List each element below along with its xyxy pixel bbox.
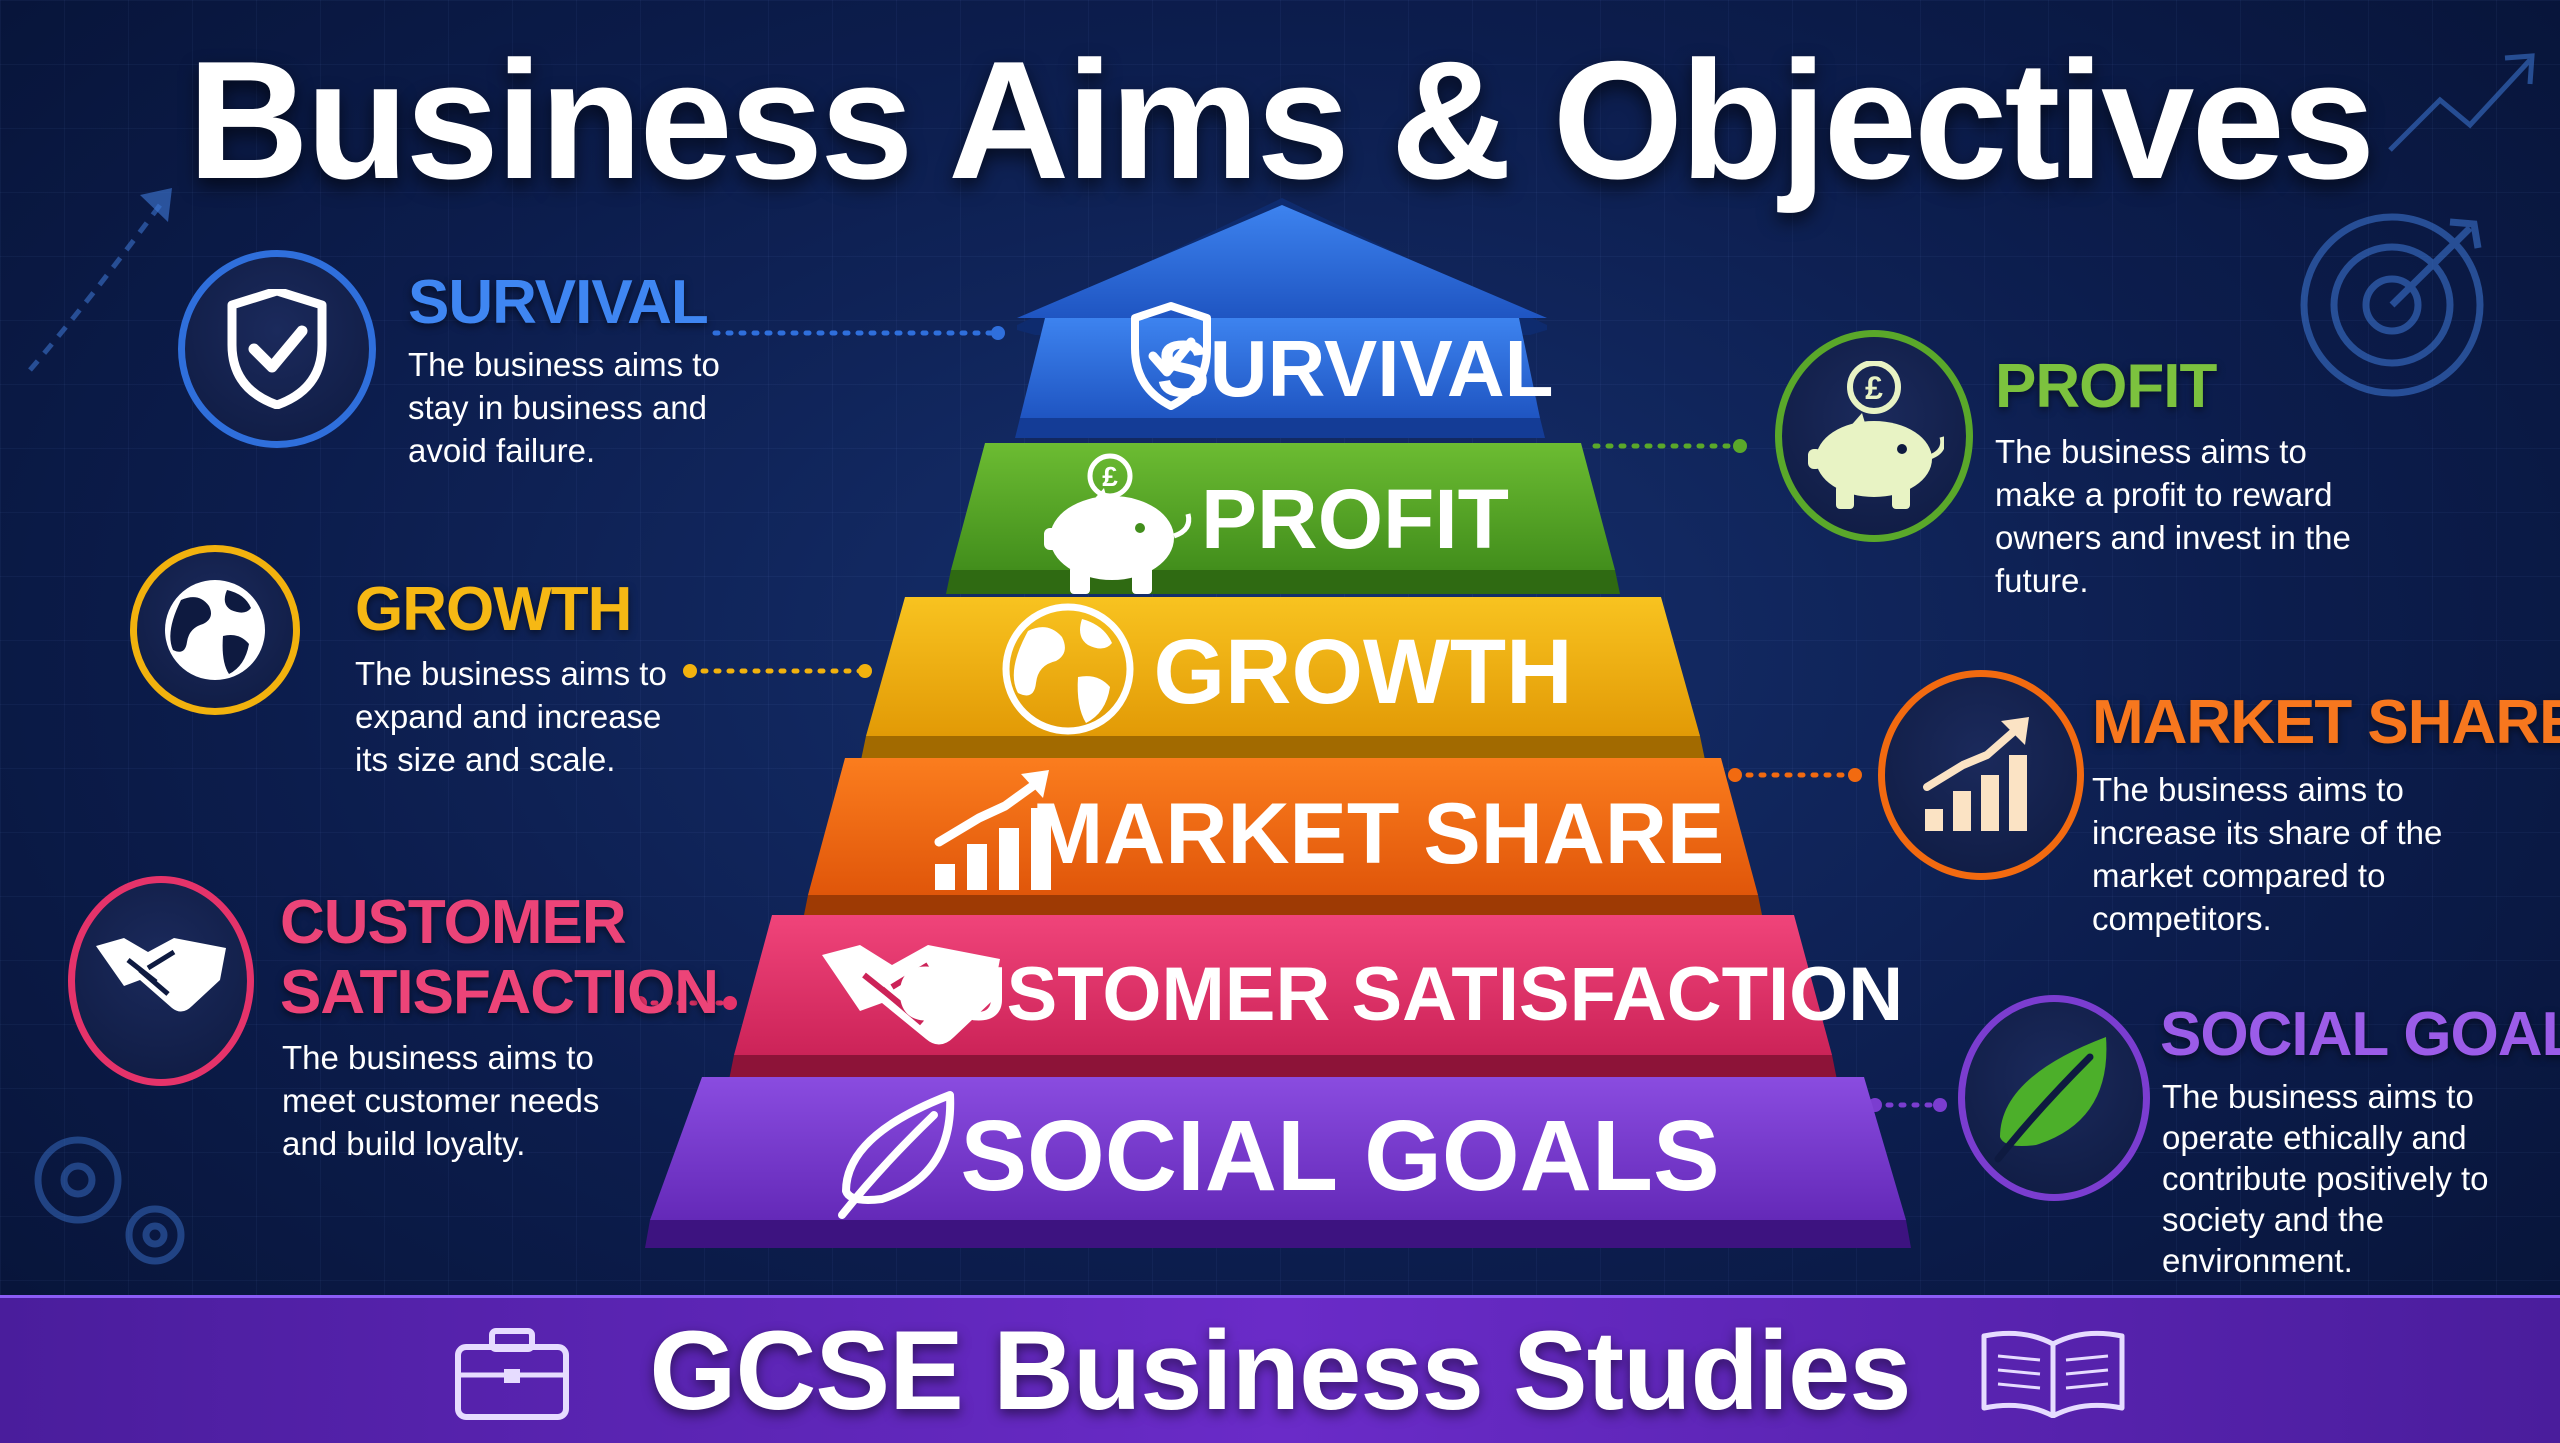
aim-heading-survival: SURVIVAL [408,268,709,337]
pyramid-tier-customer-satisfaction: CUSTOMER SATISFACTION [729,915,1903,1080]
social-goals-icon-circle [1958,995,2150,1201]
leaf-icon [1994,1037,2107,1163]
shield-check-icon [227,289,327,409]
leaf-icon [838,1091,955,1219]
profit-icon-circle: £ [1775,330,1973,542]
svg-text:£: £ [1102,461,1118,492]
aim-heading-customer-satisfaction-line1: CUSTOMER [280,888,627,957]
footer-banner: GCSE Business Studies [0,1295,2560,1443]
piggy-bank-icon: £ [1808,361,1944,509]
market-share-icon-circle [1878,670,2084,880]
handshake-icon [96,938,226,1012]
target-icon [2300,213,2484,397]
tier-label-social-goals: SOCIAL GOALS [960,1100,1719,1212]
tier-label-market-share: MARKET SHARE [1032,786,1725,882]
aim-description-profit: The business aims to make a profit to re… [1995,433,2351,599]
page-title: Business Aims & Objectives [187,26,2376,214]
pyramid-tier-growth: GROWTH [861,597,1705,760]
globe-icon [165,580,265,680]
aim-description-survival: The business aims to stay in business an… [408,346,720,469]
trend-arrow-decoration-left [28,203,163,372]
pyramid-tier-survival: SURVIVAL [1015,198,1554,438]
customer-satisfaction-icon-circle [68,876,254,1086]
aim-heading-market-share: MARKET SHARE [2092,688,2560,757]
survival-icon-circle [178,250,376,448]
pyramid-tier-social-goals: SOCIAL GOALS [645,1077,1911,1248]
growth-icon-circle [130,545,300,715]
handshake-icon [822,945,1000,1045]
aim-description-social-goals: The business aims to operate ethically a… [2162,1078,2489,1279]
piggy-bank-icon: £ [1044,453,1192,594]
tier-label-growth: GROWTH [1153,621,1572,723]
arrowhead-decoration [140,188,172,222]
aim-description-customer-satisfaction: The business aims to meet customer needs… [282,1039,600,1162]
trend-arrow-decoration-right [2388,53,2535,152]
globe-icon [1002,603,1134,735]
pyramid-tier-profit: £ PROFIT [946,443,1620,594]
bar-chart-icon [934,770,1051,890]
connector-dots [633,326,1947,1112]
aim-description-market-share: The business aims to increase its share … [2092,771,2443,937]
aim-heading-customer-satisfaction-line2: SATISFACTION [280,958,719,1027]
shield-check-icon [1131,302,1211,410]
open-book-icon [1981,1330,2125,1418]
briefcase-icon [455,1328,569,1420]
svg-text:£: £ [1865,370,1883,406]
connectors [637,330,1943,1108]
tier-label-survival: SURVIVAL [1156,324,1553,413]
footer-title: GCSE Business Studies [649,1308,1911,1433]
bar-chart-icon [1923,717,2029,831]
tier-label-customer-satisfaction: CUSTOMER SATISFACTION [897,952,1903,1037]
aim-heading-profit: PROFIT [1995,352,2217,421]
aim-heading-social-goals: SOCIAL GOALS [2160,1000,2560,1069]
tier-label-profit: PROFIT [1201,472,1509,566]
aim-heading-growth: GROWTH [355,575,632,644]
aim-description-growth: The business aims to expand and increase… [355,655,667,778]
pyramid-tier-market-share: MARKET SHARE [803,758,1763,920]
gears-icon [34,1136,185,1265]
